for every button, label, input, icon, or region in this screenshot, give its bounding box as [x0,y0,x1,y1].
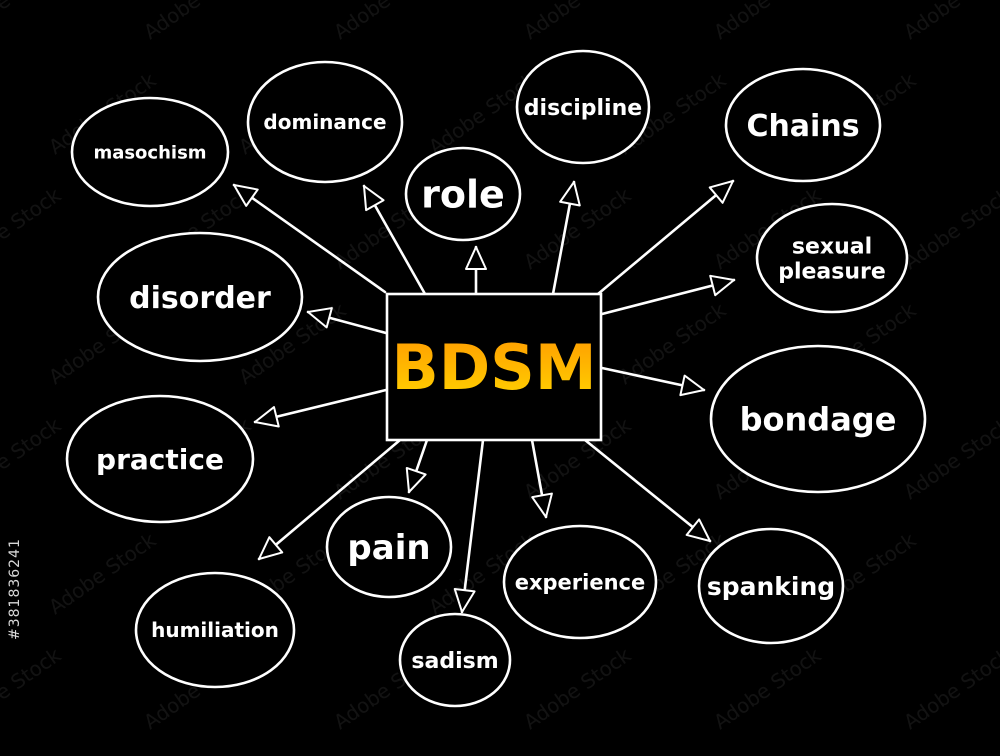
connector-role [465,245,487,296]
node-masochism: masochism [70,96,230,208]
node-label: dominance [263,110,386,134]
node-ellipse [134,571,296,689]
node-label: sadism [411,649,498,674]
node-label: humiliation [151,618,279,642]
node-label: disorder [129,281,271,316]
stock-id: #381836241 [7,538,23,640]
node-pain: pain [325,495,453,599]
node-dominance: dominance [246,60,404,184]
node-ellipse [96,231,304,363]
watermark-text: Adobe Stock [994,298,1000,390]
connector-discipline [551,180,581,296]
connector-sadism [453,438,485,614]
node-label: pain [347,528,430,568]
connector-disorder [306,307,388,335]
arrowhead [685,518,711,542]
node-disorder: disorder [96,231,304,363]
arrowhead [708,180,734,204]
node-ellipse [70,96,230,208]
center-box [385,292,603,442]
node-role: role [404,146,522,242]
watermark-text: Adobe Stock [0,0,66,44]
arrowhead [465,246,487,270]
watermark-text: Adobe Stock [899,0,1000,44]
center-node: BDSM [385,292,603,442]
node-ellipse [398,612,512,708]
connector-masochism [232,183,387,294]
node-practice: practice [65,394,255,524]
node-bondage: bondage [709,344,927,494]
arrowhead [254,406,280,428]
node-ellipse [246,60,404,184]
arrowhead [559,181,581,207]
watermark-text: Adobe Stock [994,528,1000,620]
watermark-text: Adobe Stock [899,643,1000,735]
watermark-text: Adobe Stock [519,643,635,735]
connector-sexual-pleasure [600,274,736,316]
node-sadism: sadism [398,612,512,708]
arrowhead [363,185,385,212]
node-humiliation: humiliation [134,571,296,689]
node-label: bondage [740,401,897,439]
watermark-text: Adobe Stock [0,413,66,505]
node-ellipse [65,394,255,524]
watermark-text: Adobe Stock [709,0,825,44]
arrowhead [405,466,427,493]
node-label: practice [96,443,224,476]
connector-spanking [583,438,712,543]
watermark-text: Adobe Stock [519,0,635,44]
node-ellipse [709,344,927,494]
watermark-text: Adobe Stock [329,0,445,44]
connector-experience [530,438,553,519]
node-experience: experience [502,524,658,640]
node-ellipse [325,495,453,599]
arrowhead [258,536,284,560]
node-label: Chains [746,109,859,144]
node-spanking: spanking [697,527,845,645]
node-ellipse [404,146,522,242]
arrowhead [531,492,553,518]
watermark-text: Adobe Stock [709,643,825,735]
arrowhead [709,274,735,297]
arrowhead [307,307,333,329]
arrowhead [453,587,476,613]
node-label: discipline [524,96,642,121]
arrowhead [233,184,259,207]
node-discipline: discipline [515,49,651,165]
connector-bondage [600,366,706,397]
connectors [232,179,736,614]
node-ellipse [515,49,651,165]
watermark-text: Adobe Stock [0,643,66,735]
node-ellipse [755,202,909,314]
node-ellipse [724,67,882,183]
connector-practice [253,388,388,428]
node-ellipse [502,524,658,640]
node-label: spanking [707,572,835,601]
connector-dominance [362,184,427,296]
node-chains: Chains [724,67,882,183]
node-label: masochism [93,142,206,163]
node-label: role [421,173,505,217]
watermark-text: Adobe Stock [0,183,66,275]
watermark-text: Adobe Stock [994,68,1000,160]
node-label: experience [515,571,646,595]
arrowhead [679,374,705,397]
connector-pain [405,438,429,494]
center-label: BDSM [391,331,596,404]
watermark-text: Adobe Stock [139,0,255,44]
watermark-text: Adobe Stock [899,183,1000,275]
connector-humiliation [257,438,402,561]
connector-chains [596,179,735,296]
node-ellipse [697,527,845,645]
